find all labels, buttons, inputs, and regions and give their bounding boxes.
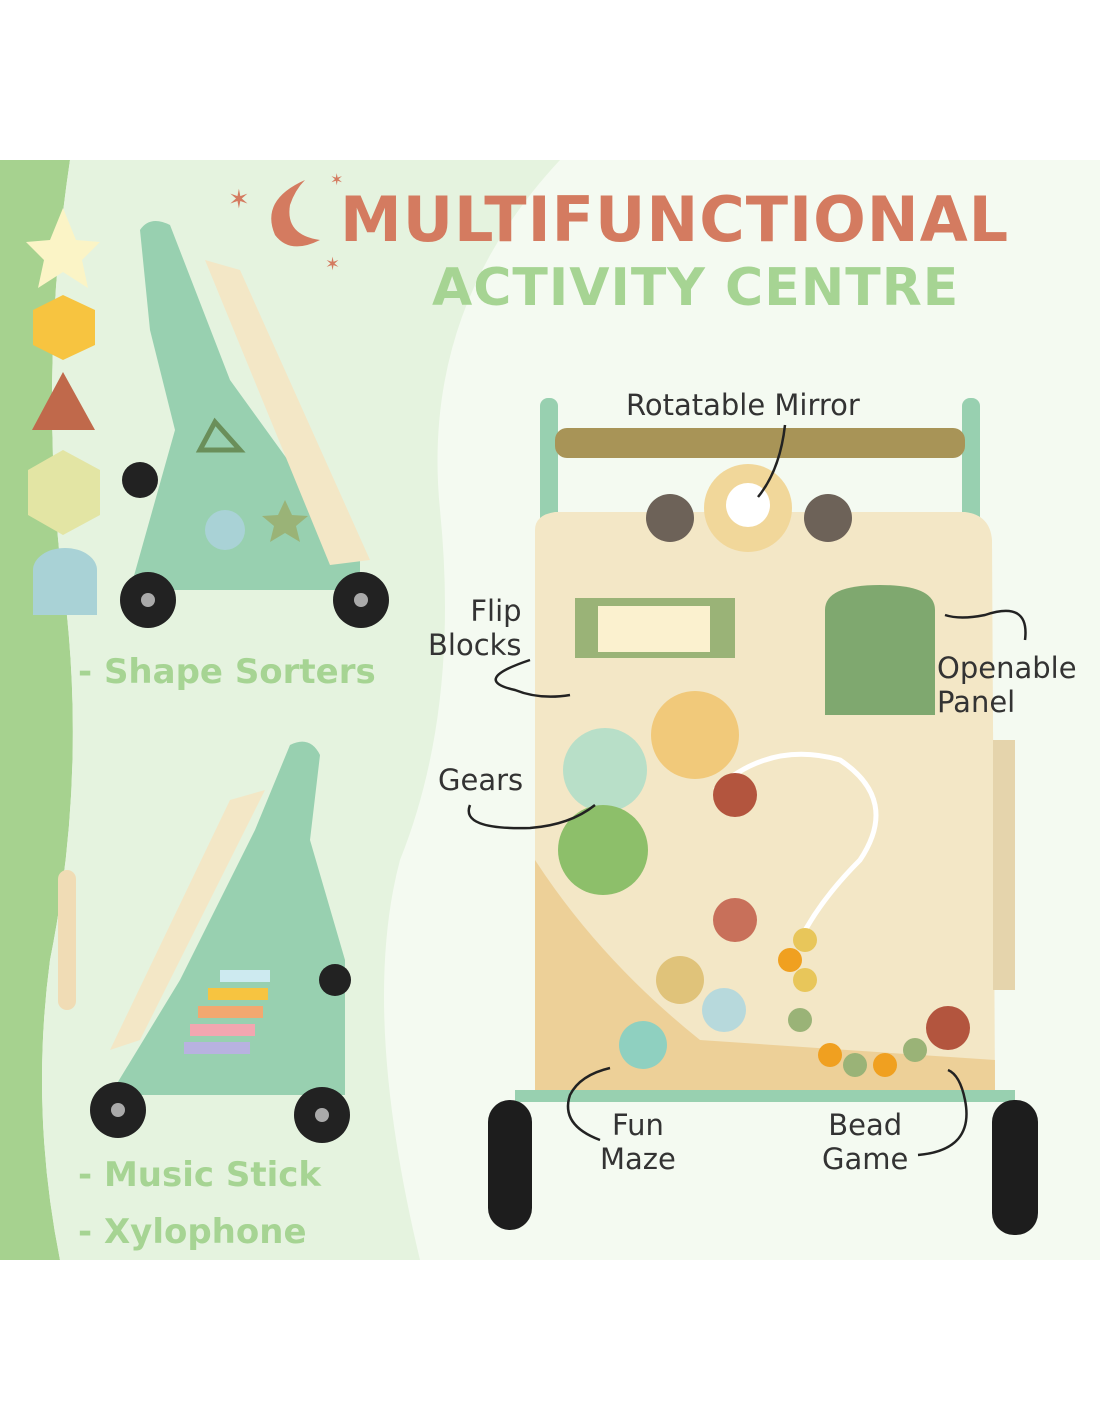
feature-xylophone: - Xylophone xyxy=(78,1212,307,1252)
cube-shape-icon xyxy=(28,450,100,535)
front-view-walker xyxy=(488,398,1038,1235)
star-icon: ✶ xyxy=(228,185,250,215)
callout-flip-line1: Flip xyxy=(470,594,522,628)
headline-title: MULTIFUNCTIONAL xyxy=(340,183,1010,256)
product-illustration: ✶ ✶ ✶ xyxy=(0,160,1038,1260)
callout-gears: Gears xyxy=(438,763,524,797)
star-shape-icon xyxy=(26,208,100,288)
feature-shape-sorters: - Shape Sorters xyxy=(78,652,376,692)
callout-bead-line2: Game xyxy=(822,1142,909,1176)
callout-panel-line1: Openable xyxy=(937,651,1077,685)
side-view-walker-shape-sorter xyxy=(120,221,389,628)
callout-maze-line1: Fun xyxy=(612,1108,664,1142)
pentagon-shape-icon xyxy=(33,295,95,360)
callout-rotatable-mirror: Rotatable Mirror xyxy=(626,388,860,422)
callout-arrows xyxy=(467,424,1027,1157)
svg-text:✶: ✶ xyxy=(325,254,340,275)
music-stick-icon xyxy=(58,870,76,1010)
infographic-panel: ✶ ✶ ✶ xyxy=(0,160,1100,1260)
left-green-strip xyxy=(0,160,73,1260)
callout-bead-line1: Bead xyxy=(828,1108,903,1142)
triangle-shape-icon xyxy=(32,372,95,430)
callout-maze-line2: Maze xyxy=(600,1142,676,1176)
callout-fun-maze: Fun Maze xyxy=(600,1108,676,1176)
callout-openable-panel: Openable Panel xyxy=(937,651,1077,719)
headline-subtitle: ACTIVITY CENTRE xyxy=(432,258,960,318)
side-view-walker-xylophone xyxy=(90,741,351,1143)
moon-icon xyxy=(271,180,320,247)
callout-bead-game: Bead Game xyxy=(822,1108,908,1176)
feature-music-stick: - Music Stick xyxy=(78,1155,322,1195)
svg-text:✶: ✶ xyxy=(330,170,343,189)
callout-flip-line2: Blocks xyxy=(428,628,522,662)
callout-panel-line2: Panel xyxy=(937,685,1016,719)
left-wave-bg xyxy=(42,160,560,1260)
callout-flip-blocks: Flip Blocks xyxy=(428,594,522,662)
